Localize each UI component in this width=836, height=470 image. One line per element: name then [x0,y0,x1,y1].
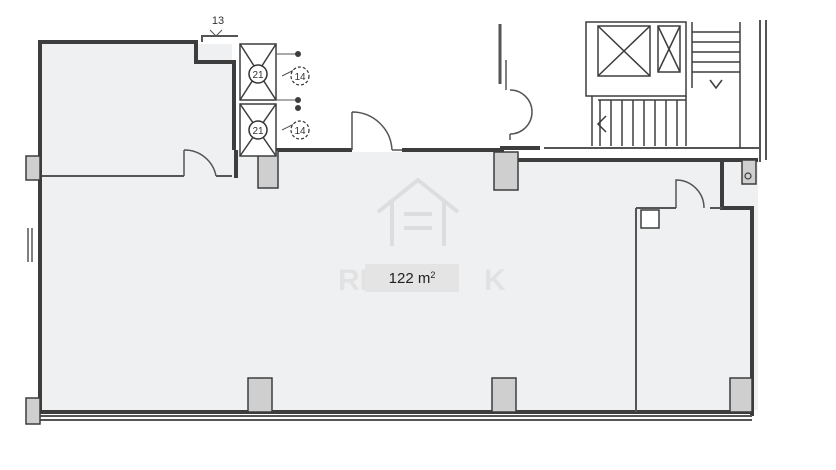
tag-circle-a-label: 21 [252,70,264,81]
tag-arrow-b-label: 14 [294,126,306,137]
columns [25,149,757,425]
tag-arrow-a-label: 14 [294,72,306,83]
area-unit-sup: 2 [430,270,436,280]
building-watermark-icon [376,177,460,246]
area-value: 122 m [388,269,431,287]
stairwell [585,21,741,148]
tag-circle-a [248,64,268,84]
door-swings [183,24,705,209]
annotation-leaders [209,29,298,131]
tag-circle-d [290,120,310,140]
tag-circle-b-label: 21 [252,126,264,137]
inner-walls [40,20,767,421]
tag-circle-c [290,66,310,86]
tag-circle-b [248,120,268,140]
annotation-dots [295,51,752,180]
tag-top-label: 13 [212,15,224,27]
watermark-text-right: K [484,264,506,297]
main-walls [38,40,758,416]
window-markers [27,228,33,262]
